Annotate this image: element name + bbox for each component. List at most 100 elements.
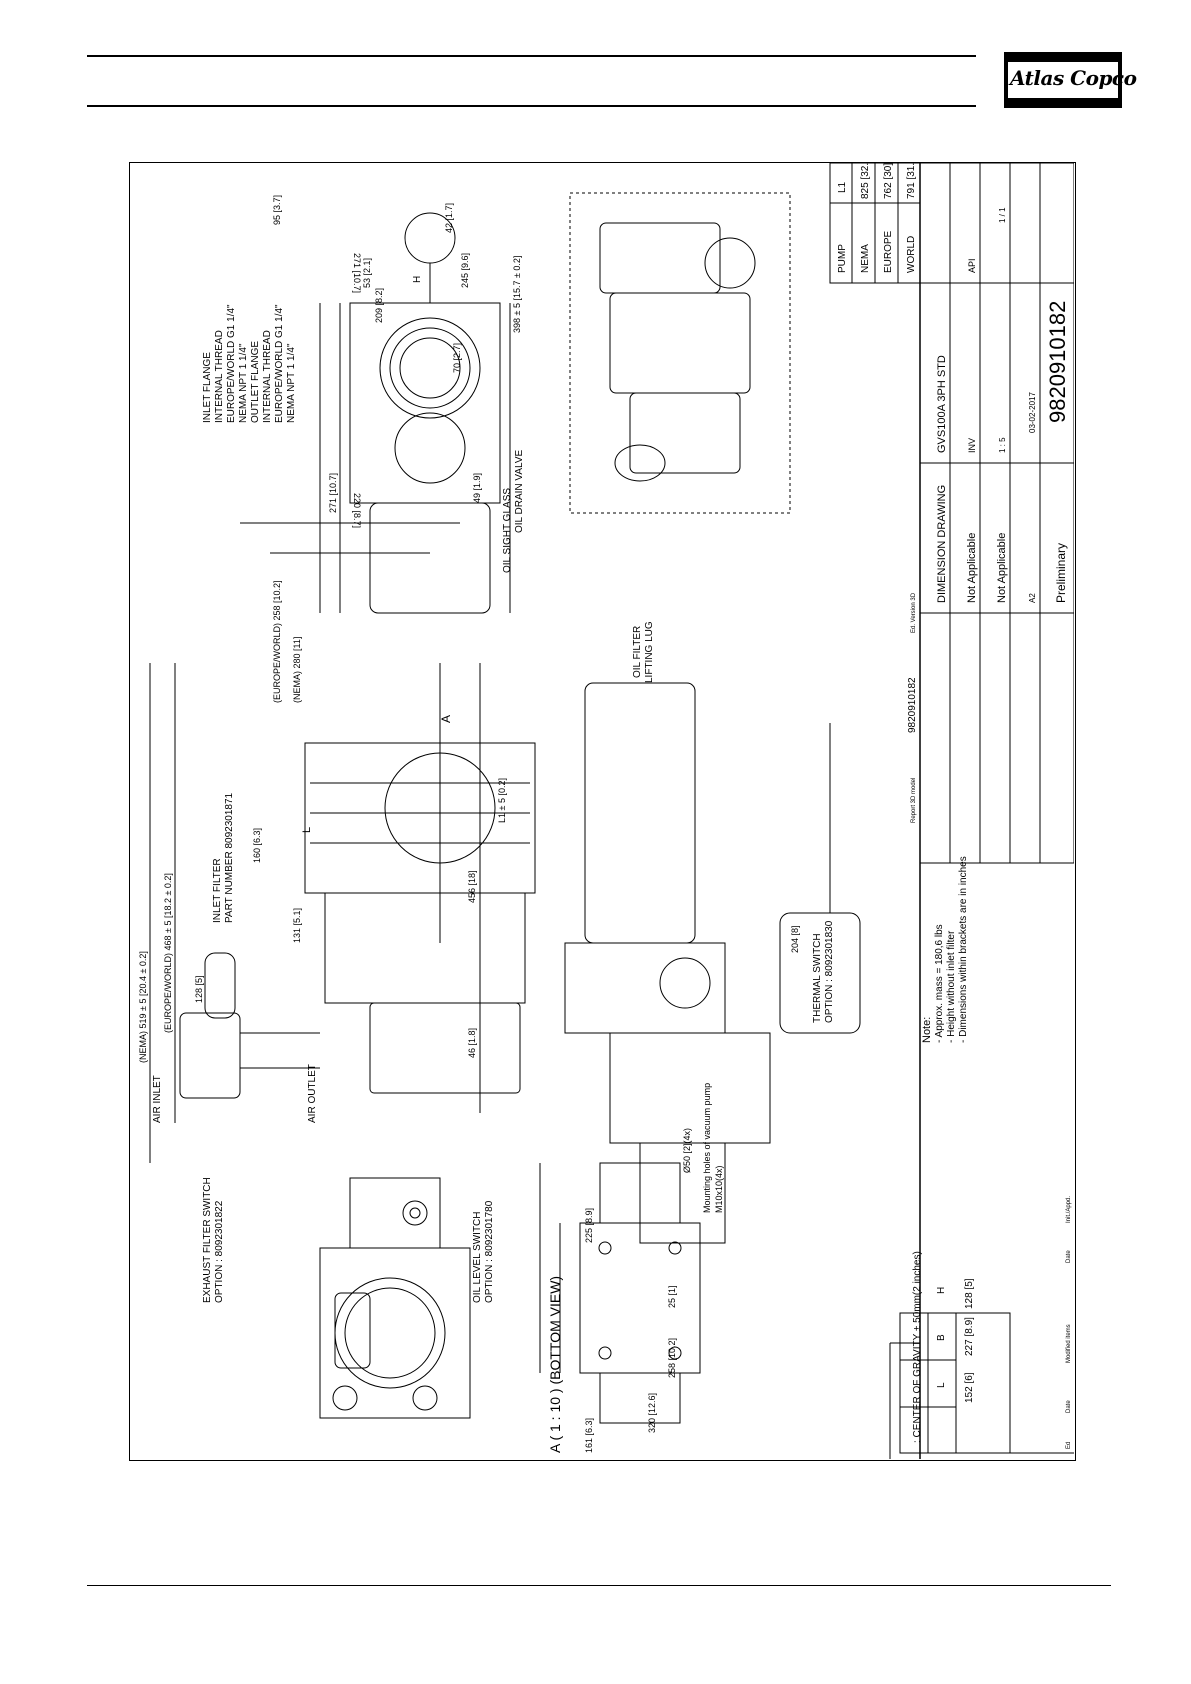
edit-col-modified: Modified items bbox=[1066, 1324, 1072, 1363]
dim-25: 25 [1] bbox=[667, 1285, 677, 1308]
title-block-scale: 1 : 5 bbox=[998, 437, 1007, 453]
title-block-drawing-type: API bbox=[967, 258, 977, 273]
title-block-date: 03-02-2017 bbox=[1028, 392, 1037, 433]
dim-42: 42 [1.7] bbox=[444, 203, 454, 233]
edit-col-ed: Ed bbox=[1066, 1442, 1072, 1449]
oil-filter-label: OIL FILTER bbox=[632, 626, 643, 678]
dim-nema-280: (NEMA) 280 [11] bbox=[292, 637, 302, 703]
edit-col-date2: Date bbox=[1066, 1250, 1072, 1263]
view-a-marker: A bbox=[439, 715, 453, 723]
oil-drain-valve-label: OIL DRAIN VALVE bbox=[514, 449, 525, 533]
dim-271-side: 271 [10.7] bbox=[352, 253, 362, 293]
air-inlet-label: AIR INLET bbox=[152, 1075, 163, 1123]
dim-europe-468: (EUROPE/WORLD) 468 ± 5 [18.2 ± 0.2] bbox=[163, 873, 173, 1033]
cog-header-l: L bbox=[936, 1382, 947, 1388]
oil-level-option-label: OPTION : 8092301780 bbox=[484, 1200, 495, 1303]
cog-value-h: 128 [5] bbox=[964, 1278, 975, 1309]
dim-456: 456 [18] bbox=[467, 870, 477, 903]
dim-131: 131 [5.1] bbox=[292, 908, 302, 943]
dim-225: 225 [8.9] bbox=[584, 1208, 594, 1243]
inlet-nema-thread: NEMA NPT 1 1/4" bbox=[238, 343, 249, 423]
inlet-filter-label: INLET FILTER bbox=[212, 858, 223, 923]
exhaust-filter-switch-label: EXHAUST FILTER SWITCH bbox=[202, 1177, 213, 1303]
pump-row-name: WORLD bbox=[906, 236, 917, 273]
pump-row-value: 791 [31.1] bbox=[906, 163, 917, 199]
pump-row-value: 825 [32.5] bbox=[860, 163, 871, 199]
inlet-thread-label: INTERNAL THREAD bbox=[214, 330, 225, 423]
title-block-status: Preliminary bbox=[1054, 543, 1068, 603]
pump-row-name: EUROPE bbox=[883, 230, 894, 273]
title-block-name: DIMENSION DRAWING bbox=[936, 485, 948, 603]
revision-label: Ed. Version 3D bbox=[911, 592, 917, 633]
note-item: - Dimensions within brackets are in inch… bbox=[958, 856, 969, 1043]
title-block-drawing-number: 9820910182 bbox=[1045, 301, 1070, 423]
header-top-rule bbox=[87, 55, 976, 57]
inlet-europe-thread: EUROPE/WORLD G1 1/4" bbox=[226, 304, 237, 423]
pump-row-value: 762 [30] bbox=[883, 163, 894, 199]
note-item: - Height without inlet filter bbox=[946, 930, 957, 1043]
cog-header-h: H bbox=[936, 1287, 947, 1294]
exhaust-filter-option-label: OPTION : 8092301822 bbox=[214, 1200, 225, 1303]
dim-398: 398 ± 5 [15.7 ± 0.2] bbox=[512, 256, 522, 333]
oil-sight-glass-label: OIL SIGHT GLASS bbox=[502, 488, 513, 573]
pump-header: PUMP bbox=[837, 244, 848, 273]
edit-col-date: Date bbox=[1066, 1400, 1072, 1413]
dim-128: 128 [5] bbox=[194, 975, 204, 1003]
inlet-filter-pn-label: PART NUMBER 8092301871 bbox=[224, 792, 235, 923]
brand-logo bbox=[1004, 52, 1122, 108]
cog-value-l: 152 [6] bbox=[964, 1372, 975, 1403]
bottom-view-drawing bbox=[539, 1162, 701, 1424]
thermal-option-label: OPTION : 8092301830 bbox=[824, 920, 835, 1023]
dim-l: L bbox=[301, 827, 313, 833]
title-block-format: A2 bbox=[1028, 593, 1037, 603]
thermal-switch-label: THERMAL SWITCH bbox=[812, 933, 823, 1023]
air-outlet-label: AIR OUTLET bbox=[307, 1064, 318, 1123]
dim-h: H bbox=[412, 276, 423, 283]
dim-53: 53 [2.1] bbox=[362, 258, 372, 288]
cog-title: : CENTER OF GRAVITY ± 50mm(2 inches) bbox=[912, 1251, 923, 1443]
dim-161: 161 [6.3] bbox=[584, 1418, 594, 1453]
outlet-flange-label: OUTLET FLANGE bbox=[250, 341, 261, 423]
dim-160: 160 [6.3] bbox=[252, 828, 262, 863]
dim-271-top: 271 [10.7] bbox=[328, 473, 338, 513]
dim-l1: L1 ± 5 [0.2] bbox=[497, 778, 507, 823]
oil-level-switch-label: OIL LEVEL SWITCH bbox=[472, 1211, 483, 1303]
side-view-drawing bbox=[149, 522, 536, 1163]
dim-95: 95 [3.7] bbox=[272, 195, 282, 225]
pump-row-name: NEMA bbox=[860, 244, 871, 273]
mounting-holes-label-1: Mounting holes of vacuum pump bbox=[702, 1083, 712, 1213]
dim-49: 49 [1.9] bbox=[472, 473, 482, 503]
front-view-drawing bbox=[319, 212, 511, 614]
cog-value-b: 227 [8.9] bbox=[964, 1317, 975, 1356]
note-item: - Approx. mass = 180,6 lbs bbox=[934, 924, 945, 1043]
dim-204: 204 [8] bbox=[790, 925, 800, 953]
end-view-drawing bbox=[319, 1177, 471, 1419]
cog-header-b: B bbox=[936, 1334, 947, 1341]
brand-logo-text: Atlas Copco bbox=[1010, 66, 1137, 90]
mounting-holes-label-2: M10x10(4x) bbox=[714, 1165, 724, 1213]
dim-258: 258 [10.2] bbox=[667, 1338, 677, 1378]
dim-209: 209 [8.2] bbox=[374, 288, 384, 323]
dim-320: 320 [12.6] bbox=[647, 1393, 657, 1433]
bottom-view-title: A ( 1 : 10 ) (BOTTOM VIEW) bbox=[547, 1276, 563, 1453]
dim-50: Ø50 [2](4x) bbox=[682, 1128, 692, 1173]
side-drawing-number: 9820910182 bbox=[907, 677, 918, 733]
title-block-treatment: Not Applicable bbox=[996, 533, 1008, 603]
footer-rule bbox=[87, 1585, 1111, 1586]
title-block-model: GVS100A 3PH STD bbox=[936, 355, 948, 453]
model-label: Report 3D model bbox=[911, 778, 917, 823]
notes-title: Note: bbox=[921, 1017, 933, 1043]
dim-46: 46 [1.8] bbox=[467, 1028, 477, 1058]
outlet-nema-thread: NEMA NPT 1 1/4" bbox=[286, 343, 297, 423]
edit-col-init: Init./Appd. bbox=[1066, 1196, 1072, 1223]
dim-nema-519: (NEMA) 519 ± 5 [20.4 ± 0.2] bbox=[138, 951, 148, 1063]
dimension-drawing-sheet: EXHAUST FILTER SWITCH OPTION : 809230182… bbox=[129, 162, 1076, 1461]
title-block-project: INV bbox=[967, 438, 977, 453]
dim-europe-258: (EUROPE/WORLD) 258 [10.2] bbox=[272, 580, 282, 703]
dim-245: 245 [9.6] bbox=[460, 253, 470, 288]
outlet-thread-label: INTERNAL THREAD bbox=[262, 330, 273, 423]
l1-header: L1 bbox=[837, 181, 848, 193]
title-block-sheet: 1 / 1 bbox=[998, 207, 1007, 223]
top-view-drawing bbox=[564, 682, 861, 1244]
inlet-flange-label: INLET FLANGE bbox=[202, 352, 213, 423]
